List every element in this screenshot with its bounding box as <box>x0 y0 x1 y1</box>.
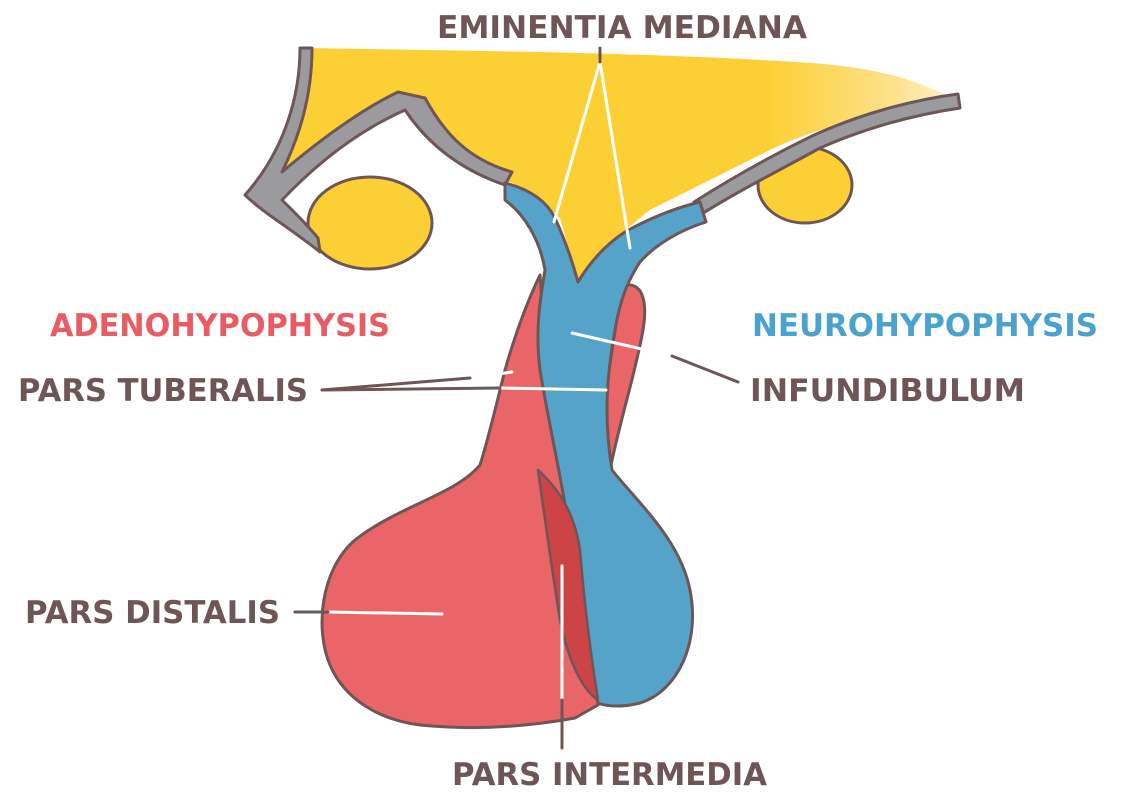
label-neurohypophysis: NEUROHYPOPHYSIS <box>752 308 1098 344</box>
label-pars-intermedia: PARS INTERMEDIA <box>452 757 767 793</box>
label-pars-distalis: PARS DISTALIS <box>25 595 280 631</box>
label-eminentia-mediana: EMINENTIA MEDIANA <box>437 10 807 46</box>
leader-infundibulum-outer <box>672 356 738 382</box>
leader-pars-tuberalis-b <box>322 388 500 390</box>
label-pars-tuberalis: PARS TUBERALIS <box>18 373 308 409</box>
leader-pars-tuberalis-right-inner <box>500 388 606 390</box>
label-adenohypophysis: ADENOHYPOPHYSIS <box>50 308 390 344</box>
leader-pars-distalis-inner <box>328 612 442 614</box>
label-infundibulum: INFUNDIBULUM <box>750 373 1025 409</box>
hypothalamic-lobe-left <box>308 177 432 269</box>
